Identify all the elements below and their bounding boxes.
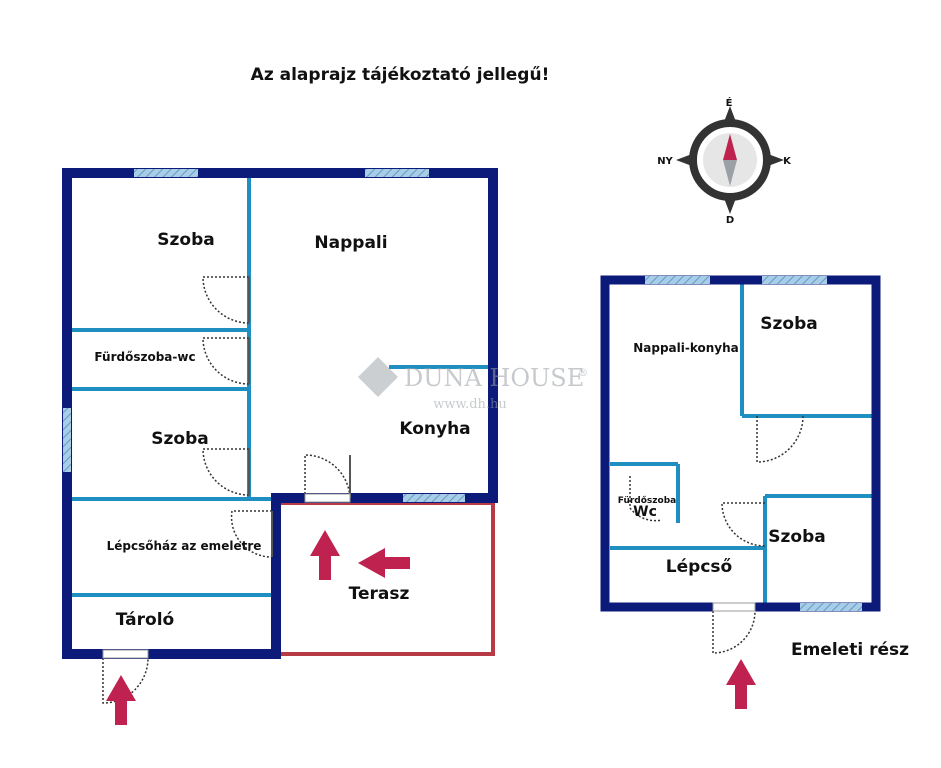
room-label-furdoszoba: Fürdőszoba: [618, 496, 676, 506]
compass-west-label: NY: [657, 156, 673, 167]
upper-windows: [645, 276, 862, 611]
room-label-lepcsohaz: Lépcsőház az emeletre: [107, 539, 262, 553]
compass-north-label: É: [726, 96, 733, 109]
room-label-szoba: Szoba: [768, 527, 825, 547]
room-label-nappali-konyha: Nappali-konyha: [633, 341, 739, 355]
door-swing: [756, 415, 804, 463]
door-swing: [304, 454, 351, 499]
ground-outer-walls: [62, 168, 498, 659]
duna-house-logo-icon: [358, 357, 398, 397]
compass-east-label: K: [783, 156, 792, 167]
window: [645, 276, 710, 284]
window: [134, 169, 198, 177]
door-swing: [202, 448, 250, 496]
room-label-szoba: Szoba: [157, 230, 214, 250]
ground-floor-plan: Szoba Nappali Fürdőszoba-wc Szoba Konyha…: [62, 168, 498, 725]
room-label-terasz: Terasz: [349, 584, 410, 604]
door-swing: [712, 610, 756, 654]
upper-inner-walls: [610, 284, 876, 607]
window: [762, 276, 827, 284]
upper-floor-title: Emeleti rész: [791, 640, 909, 660]
compass-rose-icon: [676, 106, 784, 214]
room-label-wc: Wc: [633, 504, 657, 520]
duna-house-watermark: DUNA HOUSE ® www.dh.hu: [358, 357, 588, 412]
watermark-registered-mark: ®: [578, 368, 588, 379]
room-label-szoba: Szoba: [151, 429, 208, 449]
terrace-outline: [276, 501, 495, 656]
door-swing: [230, 510, 273, 558]
window: [403, 494, 465, 502]
door-opening: [304, 493, 351, 503]
entrance-arrow-icon: [106, 675, 136, 725]
ground-doors: [102, 276, 351, 704]
window: [63, 408, 71, 472]
room-label-furdoszoba-wc: Fürdőszoba-wc: [94, 350, 195, 364]
entrance-arrow-icon: [310, 530, 340, 580]
compass-south-label: D: [726, 215, 734, 226]
door-swing: [721, 502, 766, 547]
window: [800, 603, 862, 611]
window: [365, 169, 429, 177]
floor-plan-note: Az alaprajz tájékoztató jellegű!: [251, 65, 550, 85]
ground-door-leaves: [248, 277, 351, 557]
door-swing: [629, 476, 663, 522]
ground-windows: [63, 169, 465, 502]
room-label-konyha: Konyha: [399, 419, 470, 439]
watermark-url: www.dh.hu: [433, 397, 507, 412]
room-label-nappali: Nappali: [314, 233, 387, 253]
entrance-arrow-icon: [358, 548, 410, 578]
upper-floor-plan: Nappali-konyha Szoba Fürdőszoba Wc Szoba…: [600, 275, 909, 709]
room-label-lepcso: Lépcső: [666, 557, 732, 577]
door-swing: [202, 337, 250, 385]
watermark-brand: DUNA HOUSE: [404, 364, 584, 392]
ground-inner-walls: [72, 174, 489, 597]
entrance-arrow-icon: [726, 659, 756, 709]
door-opening: [712, 602, 756, 612]
door-opening: [102, 649, 149, 659]
room-label-tarolo: Tároló: [116, 610, 174, 630]
upper-doors: [629, 415, 804, 654]
door-swing: [202, 276, 250, 324]
ground-arrows: [106, 530, 410, 725]
door-swing: [102, 657, 149, 704]
room-label-szoba: Szoba: [760, 314, 817, 334]
